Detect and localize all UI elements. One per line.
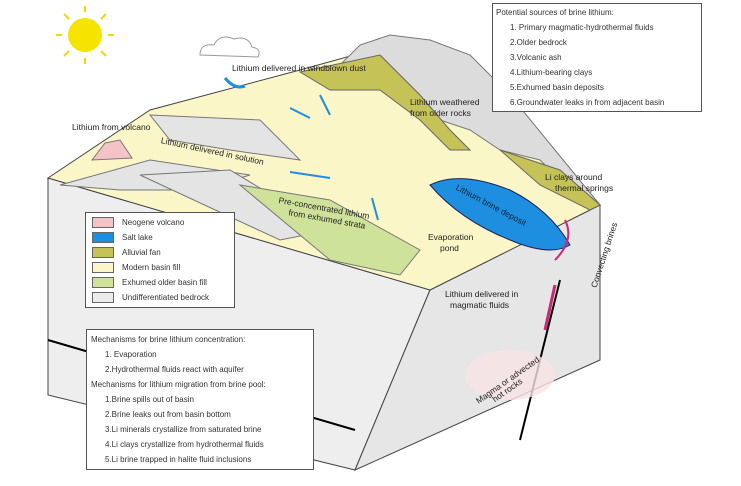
mechanisms-migration-title: Mechanisms for lithium migration from br… [91,380,266,389]
mechanism-item: 3.Li minerals crystallize from saturated… [105,425,262,434]
mechanisms-concentration-title: Mechanisms for brine lithium concentrati… [91,335,246,344]
legend-item: Modern basin fill [86,260,234,275]
source-item: 6.Groundwater leaks in from adjacent bas… [510,98,665,107]
sun-icon [56,6,114,64]
legend-swatch [92,277,114,289]
source-item: 1. Primary magmatic-hydrothermal fluids [510,23,654,32]
label-li-clays-1: Li clays around [545,172,603,182]
source-item: 2.Older bedrock [510,38,567,47]
label-evaporation-2: pond [440,243,459,253]
legend-item: Undifferentiated bedrock [86,290,234,305]
legend-box: Neogene volcano Salt lake Alluvial fan M… [85,212,235,308]
mechanism-item: 1. Evaporation [105,350,157,359]
legend-swatch [92,232,114,244]
legend-swatch [92,247,114,259]
mechanism-item: 5.Li brine trapped in halite fluid inclu… [105,455,252,464]
mechanism-item: 2.Brine leaks out from basin bottom [105,410,231,419]
label-windblown: Lithium delivered in windblown dust [232,63,366,73]
legend-item: Salt lake [86,230,234,245]
volcano [90,139,133,161]
legend-swatch [92,262,114,274]
magma-zone [465,350,555,400]
mechanisms-box: Mechanisms for brine lithium concentrati… [86,329,314,470]
exhumed-strata [238,184,421,276]
source-item: 5.Exhumed basin deposits [510,83,604,92]
mechanism-item: 1.Brine spills out of basin [105,395,194,404]
salt-lake [429,178,571,251]
label-li-clays-2: thermal springs [555,183,614,193]
sources-title: Potential sources of brine lithium: [496,8,614,17]
source-item: 3.Volcanic ash [510,53,562,62]
label-magmatic-2: magmatic fluids [450,300,510,310]
label-magmatic-1: Lithium delivered in [445,289,519,299]
legend-swatch [92,217,114,229]
mechanism-item: 4.Li clays crystallize from hydrothermal… [105,440,264,449]
label-weathered-1: Lithium weathered [410,97,480,107]
cloud-icon [199,36,260,58]
label-evaporation-1: Evaporation [428,232,474,242]
legend-item: Neogene volcano [86,215,234,230]
mechanism-item: 2.Hydrothermal fluids react with aquifer [105,365,244,374]
label-weathered-2: from older rocks [410,108,471,118]
source-item: 4.Lithium-bearing clays [510,68,593,77]
legend-swatch [92,292,114,304]
legend-item: Alluvial fan [86,245,234,260]
sources-box: Potential sources of brine lithium: 1. P… [492,3,702,112]
label-volcano: Lithium from volcano [72,122,151,132]
legend-item: Exhumed older basin fill [86,275,234,290]
